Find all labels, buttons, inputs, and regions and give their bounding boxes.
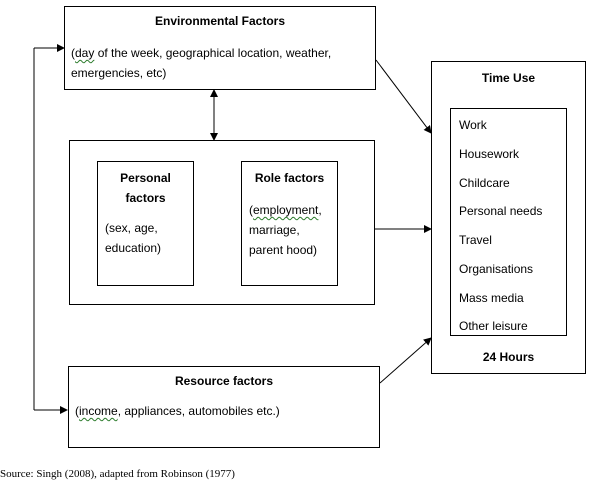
time-use-item: Organisations [459, 262, 534, 276]
time-use-title: Time Use [481, 71, 536, 85]
role-factors-text: (employment, marriage, parent hood) [249, 203, 322, 257]
environmental-factors-title: Environmental Factors [154, 14, 286, 28]
environmental-factors-box: Environmental Factors (day of the week, … [64, 6, 376, 90]
environmental-factors-text: (day of the week, geographical location,… [71, 46, 332, 80]
time-use-item: Childcare [459, 176, 510, 190]
time-use-item: Travel [459, 233, 492, 247]
resource-factors-title: Resource factors [174, 374, 274, 388]
time-use-activities-list: Work Housework Childcare Personal needs … [450, 108, 567, 336]
time-use-item: Housework [459, 147, 520, 161]
personal-factors-box: Personal factors (sex, age, education) [97, 161, 194, 286]
resource-factors-text: (income, appliances, automobiles etc.) [75, 404, 280, 418]
time-use-item: Personal needs [459, 204, 543, 218]
time-use-item: Work [459, 118, 487, 132]
personal-factors-text: (sex, age, education) [105, 221, 162, 255]
resource-to-timeuse-arrow [379, 337, 432, 384]
env-to-timeuse-arrow [375, 59, 432, 134]
resource-factors-box: Resource factors (income, appliances, au… [68, 366, 380, 448]
role-factors-title: Role factors [254, 171, 325, 185]
role-factors-box: Role factors (employment, marriage, pare… [241, 161, 338, 286]
time-use-item: Mass media [459, 291, 524, 305]
time-use-footer: 24 Hours [482, 350, 535, 364]
personal-factors-title-line2: factors [125, 191, 166, 205]
personal-factors-title-line1: Personal [120, 171, 171, 185]
time-use-box: Time Use Work Housework Childcare Person… [431, 61, 586, 374]
time-use-item: Other leisure [459, 319, 528, 333]
source-caption: Source: Singh (2008), adapted from Robin… [0, 468, 235, 480]
